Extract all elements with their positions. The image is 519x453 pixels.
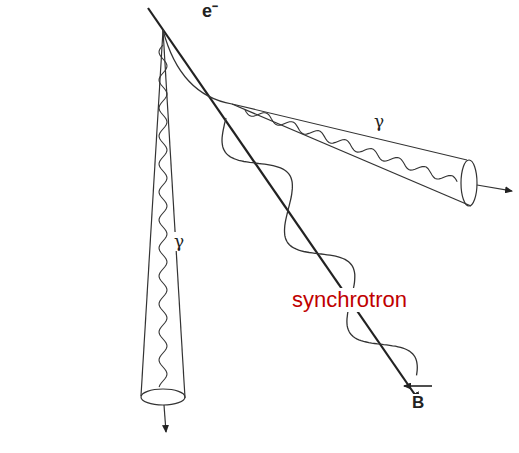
photon-label: γ [372,112,386,131]
photon-waves [159,45,457,387]
photon-cone-right [232,104,512,206]
photon-label: γ [172,232,186,251]
radiation-label: synchrotron [290,288,409,312]
electron-curve [163,30,232,104]
field-label: B [410,394,426,413]
field-arrow [404,385,432,387]
synchrotron-wave [222,118,417,375]
photon-wave-left [159,45,167,387]
electron-trajectory [148,8,420,402]
photon-cone-left [141,30,185,432]
particle-label: e⁻ [200,2,220,22]
photon-wave-right [245,110,457,182]
